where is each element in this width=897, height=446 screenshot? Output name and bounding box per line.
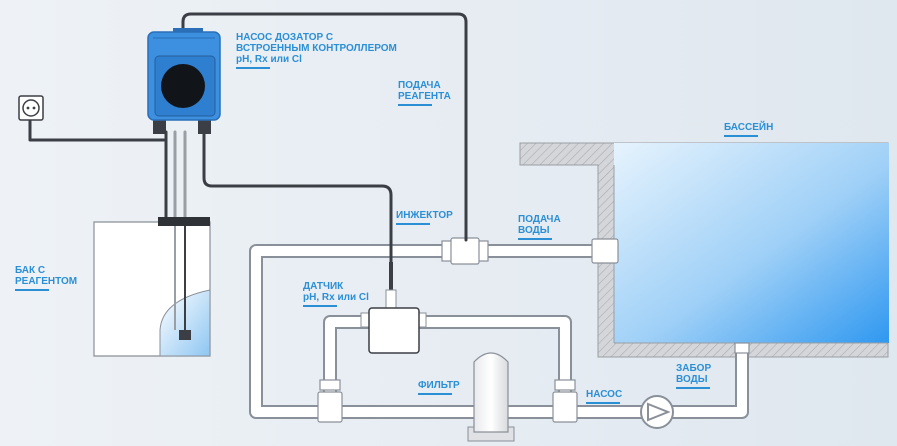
label-underline (303, 305, 337, 307)
label-underline (586, 402, 620, 404)
water-intake-label-line-1: ЗАБОР (676, 363, 712, 374)
reagent-feed-label-line-1: ПОДАЧА (398, 80, 441, 91)
sensor-label: ДАТЧИК pH, Rx или Cl (303, 281, 369, 307)
doser-pump-label-line-3: pH, Rx или Cl (236, 54, 302, 65)
injector-label-line-1: ИНЖЕКТОР (396, 210, 453, 221)
label-underline (236, 67, 270, 69)
injector-label: ИНЖЕКТОР (396, 210, 453, 225)
doser-pump-label: НАСОС ДОЗАТОР С ВСТРОЕННЫМ КОНТРОЛЛЕРОМ … (236, 32, 397, 69)
reagent-tank-label-line-1: БАК С (15, 265, 46, 276)
filter (467, 352, 515, 442)
cables (28, 12, 468, 264)
label-underline (676, 387, 710, 389)
filter-label: ФИЛЬТР (418, 380, 460, 395)
pump-symbol-icon (640, 395, 674, 429)
label-underline (724, 135, 758, 137)
doser-controller (147, 28, 221, 134)
water-intake-label: ЗАБОР ВОДЫ (676, 363, 711, 389)
label-underline (398, 104, 432, 106)
pool-label: БАССЕЙН (724, 122, 773, 137)
reagent-tank-label: БАК С РЕАГЕНТОМ (15, 265, 77, 291)
reagent-tank-label-line-2: РЕАГЕНТОМ (15, 276, 78, 287)
water-intake-label-line-2: ВОДЫ (676, 374, 708, 385)
reagent-tank (93, 217, 211, 357)
power-socket-icon (18, 95, 44, 121)
doser-pump-label-line-2: ВСТРОЕННЫМ КОНТРОЛЛЕРОМ (236, 43, 397, 54)
filter-label-line-1: ФИЛЬТР (418, 380, 460, 391)
pump-head (161, 64, 205, 108)
pool-label-line-1: БАССЕЙН (724, 122, 774, 133)
label-underline (15, 289, 49, 291)
pool-water (614, 143, 889, 343)
label-underline (518, 238, 552, 240)
label-underline (396, 223, 430, 225)
reagent-feed-label-line-2: РЕАГЕНТА (398, 91, 451, 102)
sensor-label-line-2: pH, Rx или Cl (303, 292, 369, 303)
reagent-tubes (164, 130, 187, 224)
doser-pump-label-line-1: НАСОС ДОЗАТОР С (236, 32, 334, 43)
water-feed-label-line-1: ПОДАЧА (518, 214, 561, 225)
pump-label: НАСОС (586, 389, 622, 404)
sensor-label-line-1: ДАТЧИК (303, 281, 344, 292)
pump-label-line-1: НАСОС (586, 389, 623, 400)
pipe-fittings (317, 237, 750, 423)
pipe-network (249, 244, 749, 419)
water-feed-label-line-2: ВОДЫ (518, 225, 550, 236)
ph-sensor (360, 262, 427, 354)
label-underline (418, 393, 452, 395)
water-feed-label: ПОДАЧА ВОДЫ (518, 214, 561, 240)
pool (519, 142, 889, 358)
reagent-feed-label: ПОДАЧА РЕАГЕНТА (398, 80, 451, 106)
